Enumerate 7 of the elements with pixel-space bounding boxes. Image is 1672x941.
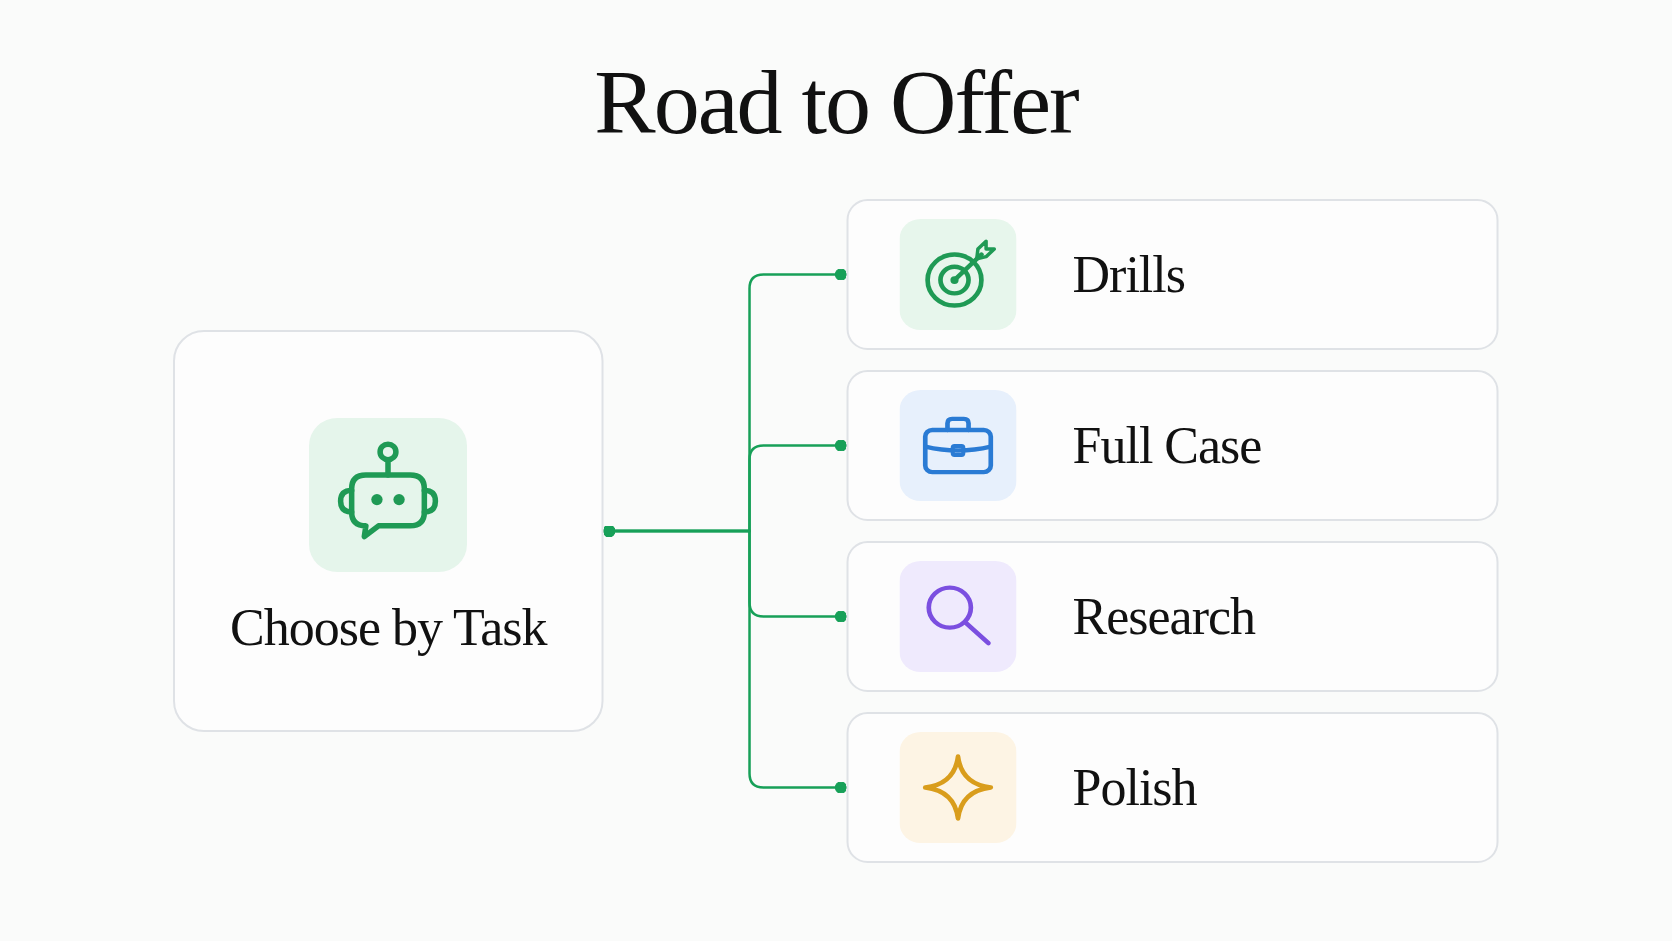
node-label: Research xyxy=(1072,587,1257,647)
connector-line xyxy=(602,524,848,794)
node-label: Choose by Task xyxy=(229,598,549,658)
node-label: Full Case xyxy=(1072,416,1263,476)
node-label: Polish xyxy=(1072,758,1198,818)
diagram-title: Road to Offer xyxy=(594,52,1078,154)
node-label: Drills xyxy=(1072,245,1187,305)
